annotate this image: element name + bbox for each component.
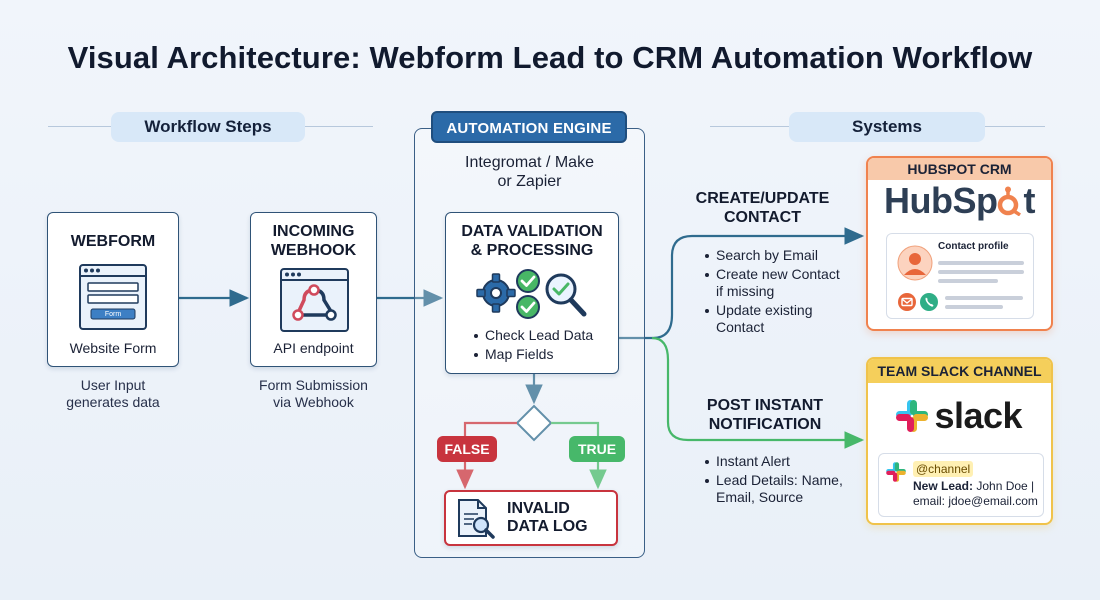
channel-mention-tag: @channel xyxy=(913,461,974,477)
create-update-bullet-text: Update existing xyxy=(716,302,813,318)
post-notification-bullet: Lead Details: Name,Email, Source xyxy=(703,472,863,506)
slack-message-line-2: email: jdoe@email.com xyxy=(913,494,1038,508)
validation-title-line-1: DATA VALIDATION xyxy=(461,223,603,240)
automation-engine-header: AUTOMATION ENGINE xyxy=(431,111,627,143)
invalid-log-title: INVALID DATA LOG xyxy=(507,500,588,536)
systems-header: Systems xyxy=(789,112,985,142)
contact-profile-label: Contact profile xyxy=(938,241,1009,252)
engine-platforms: Integromat / Make or Zapier xyxy=(414,153,645,191)
webform-label: Website Form xyxy=(69,340,157,356)
processing-gears-icon xyxy=(476,269,587,319)
webform-card: WEBFORM Form Website Form xyxy=(47,212,179,367)
decision-diamond xyxy=(515,404,553,442)
post-notification-label: POST INSTANT NOTIFICATION xyxy=(685,396,845,434)
profile-detail-line xyxy=(945,296,1023,300)
slack-message-panel: @channel New Lead: John Doe | email: jdo… xyxy=(878,453,1044,517)
create-update-label-line-2: CONTACT xyxy=(723,209,802,226)
post-notification-bullet-text: Lead Details: Name, xyxy=(716,472,843,488)
validation-bullet: Check Lead Data xyxy=(472,327,593,344)
webform-title: WEBFORM xyxy=(70,233,156,250)
arrow-to-slack xyxy=(651,336,865,449)
hubspot-crm-card: HUBSPOT CRM HubSp t Contact profile xyxy=(866,156,1053,331)
webhook-title-line-1: INCOMING xyxy=(272,223,355,240)
post-notification-bullets: Instant Alert Lead Details: Name,Email, … xyxy=(703,453,863,508)
create-update-bullet: Search by Email xyxy=(703,247,863,264)
webform-caption: User Input generates data xyxy=(47,377,179,411)
arrow-false-branch xyxy=(456,421,517,490)
profile-detail-line xyxy=(938,279,998,283)
invalid-data-log-card: INVALID DATA LOG xyxy=(444,490,618,546)
create-update-label-line-1: CREATE/UPDATE xyxy=(695,190,830,207)
slack-avatar-icon xyxy=(886,462,906,482)
false-branch-tag: FALSE xyxy=(437,436,497,462)
web-form-icon xyxy=(79,264,147,330)
slack-logo: slack xyxy=(894,395,1023,437)
profile-detail-line xyxy=(938,270,1024,274)
validation-title-line-2: & PROCESSING xyxy=(470,242,594,259)
invalid-log-title-line-2: DATA LOG xyxy=(507,518,588,535)
hubspot-logo-text: HubSp xyxy=(884,180,998,221)
create-update-contact-label: CREATE/UPDATE CONTACT xyxy=(680,189,845,227)
arrow-true-branch xyxy=(551,421,607,490)
channel-mention: @channel xyxy=(913,460,974,478)
validation-bullets: Check Lead Data Map Fields xyxy=(472,327,593,365)
post-notification-bullet-text: Instant Alert xyxy=(716,453,790,469)
page-title: Visual Architecture: Webform Lead to CRM… xyxy=(67,40,1033,75)
invalid-log-title-line-1: INVALID xyxy=(507,500,570,517)
incoming-webhook-card: INCOMING WEBHOOK API endpoint xyxy=(250,212,377,367)
true-branch-tag: TRUE xyxy=(569,436,625,462)
slack-message-bold: New Lead: xyxy=(913,479,974,493)
webhook-title: INCOMING WEBHOOK xyxy=(251,222,376,260)
slack-message-line-1: John Doe | xyxy=(973,479,1035,493)
hubspot-header: HUBSPOT CRM xyxy=(868,158,1051,180)
post-notification-bullet: Instant Alert xyxy=(703,453,863,470)
validation-title: DATA VALIDATION & PROCESSING xyxy=(446,222,618,260)
form-submit-button: Form xyxy=(104,311,122,318)
create-update-bullet-text: if missing xyxy=(716,283,775,299)
post-notification-label-line-1: POST INSTANT xyxy=(706,397,824,414)
profile-detail-line xyxy=(945,305,1003,309)
document-search-icon xyxy=(458,499,495,539)
webform-caption-line-1: User Input xyxy=(80,377,146,393)
post-notification-label-line-2: NOTIFICATION xyxy=(708,416,822,433)
create-update-bullet-text: Contact xyxy=(716,319,765,335)
webhook-caption-line-1: Form Submission xyxy=(259,377,368,393)
contact-profile-panel: Contact profile xyxy=(886,233,1034,319)
phone-icon xyxy=(920,293,938,311)
create-update-bullet-text: Create new Contact xyxy=(716,266,840,282)
webhook-caption: Form Submission via Webhook xyxy=(240,377,387,411)
hubspot-logo-text-end: t xyxy=(1023,180,1035,221)
data-validation-card: DATA VALIDATION & PROCESSING Check Lead … xyxy=(445,212,619,374)
engine-platforms-line-1: Integromat / Make xyxy=(465,154,594,171)
webhook-label: API endpoint xyxy=(273,340,354,356)
hubspot-sprocket-icon xyxy=(998,186,1022,217)
workflow-steps-header: Workflow Steps xyxy=(111,112,305,142)
slack-message-text: New Lead: John Doe | email: jdoe@email.c… xyxy=(913,479,1038,509)
arrow-to-hubspot xyxy=(619,227,865,340)
engine-platforms-line-2: or Zapier xyxy=(497,173,562,190)
create-update-bullet-text: Search by Email xyxy=(716,247,818,263)
validation-bullet: Map Fields xyxy=(472,346,593,363)
webhook-title-line-2: WEBHOOK xyxy=(270,242,357,259)
profile-detail-line xyxy=(938,261,1024,265)
post-notification-bullet-text: Email, Source xyxy=(716,489,804,505)
hubspot-logo: HubSp t xyxy=(868,180,1051,222)
slack-header: TEAM SLACK CHANNEL xyxy=(868,359,1051,383)
webform-caption-line-2: generates data xyxy=(66,394,160,410)
contact-avatar-icon xyxy=(897,245,933,281)
email-icon xyxy=(898,293,916,311)
slack-logo-text: slack xyxy=(934,395,1023,436)
webhook-caption-line-2: via Webhook xyxy=(273,394,354,410)
webhook-icon xyxy=(280,268,349,332)
team-slack-card: TEAM SLACK CHANNEL slack @channel xyxy=(866,357,1053,525)
slack-logo-icon xyxy=(896,400,928,432)
